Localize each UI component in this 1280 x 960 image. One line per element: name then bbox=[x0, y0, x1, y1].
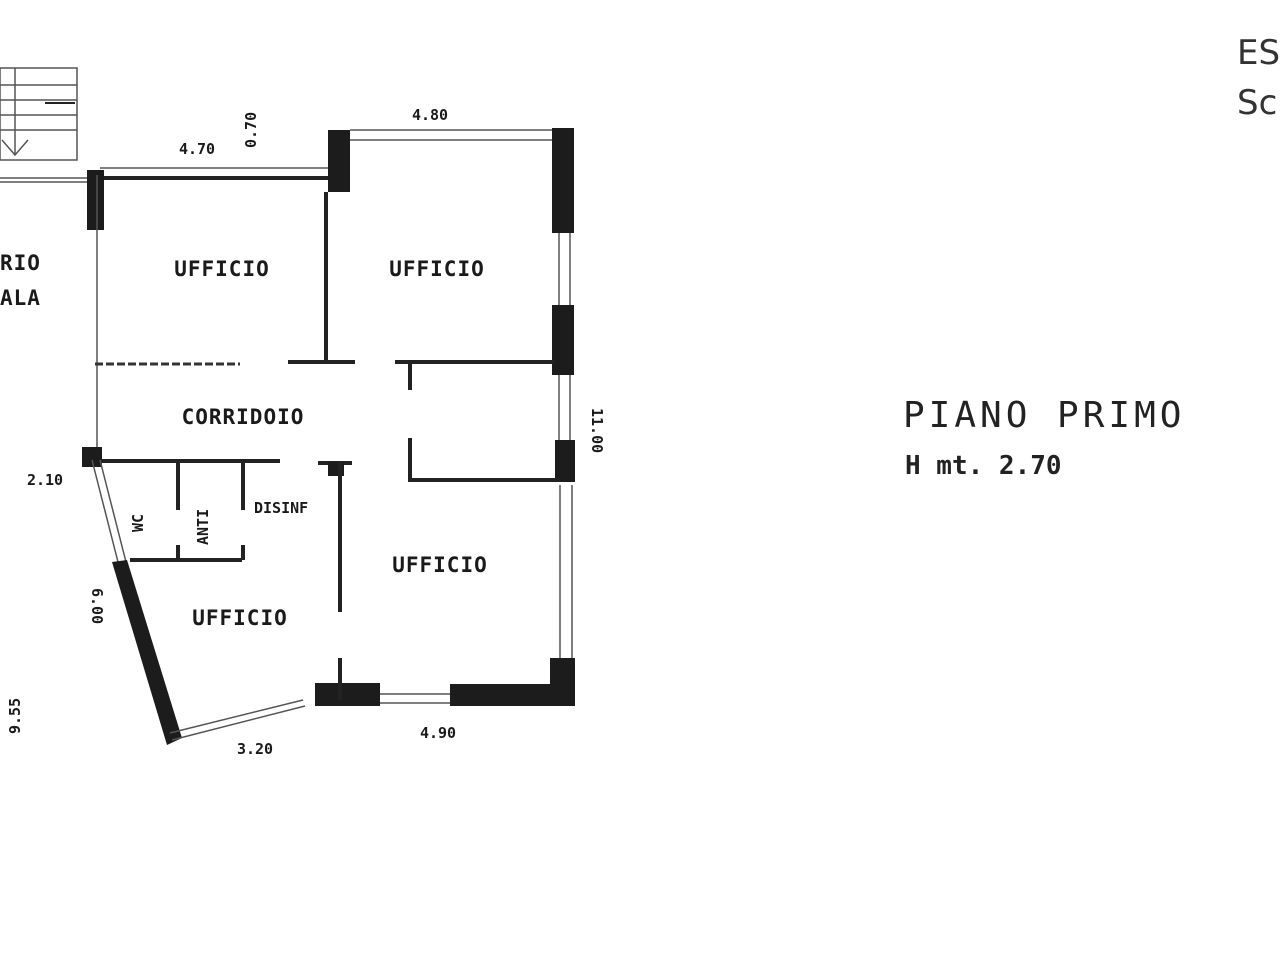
room-label-office: UFFICIO bbox=[174, 257, 270, 281]
room-label-wc: WC bbox=[129, 514, 147, 532]
header-line-2: Sc bbox=[1237, 83, 1277, 123]
floor-title: PIANO PRIMO bbox=[903, 395, 1185, 436]
room-label-stair-2: ALA bbox=[0, 286, 41, 310]
room-label-office: UFFICIO bbox=[389, 257, 485, 281]
staircase bbox=[0, 67, 78, 161]
dimension-label: 4.70 bbox=[179, 140, 215, 158]
room-label-office: UFFICIO bbox=[192, 606, 288, 630]
dimension-label: 11.00 bbox=[588, 408, 606, 453]
dimension-label: 2.10 bbox=[27, 471, 63, 489]
room-label-anti: ANTI bbox=[194, 509, 212, 545]
room-label-disinf: DISINF bbox=[254, 499, 308, 517]
walls bbox=[0, 128, 575, 745]
dimension-label: 4.90 bbox=[420, 724, 456, 742]
dimension-label: 6.00 bbox=[88, 588, 106, 624]
floor-height: H mt. 2.70 bbox=[905, 451, 1062, 481]
room-label-office: UFFICIO bbox=[392, 553, 488, 577]
dimension-label: 4.80 bbox=[412, 106, 448, 124]
header-line-1: ES bbox=[1237, 33, 1280, 73]
dimension-label: 3.20 bbox=[237, 740, 273, 758]
dimension-label: 9.55 bbox=[6, 698, 24, 734]
dimension-label: 0.70 bbox=[242, 112, 260, 148]
room-label-stair-1: RIO bbox=[0, 251, 41, 275]
room-label-corridor: CORRIDOIO bbox=[182, 405, 305, 429]
